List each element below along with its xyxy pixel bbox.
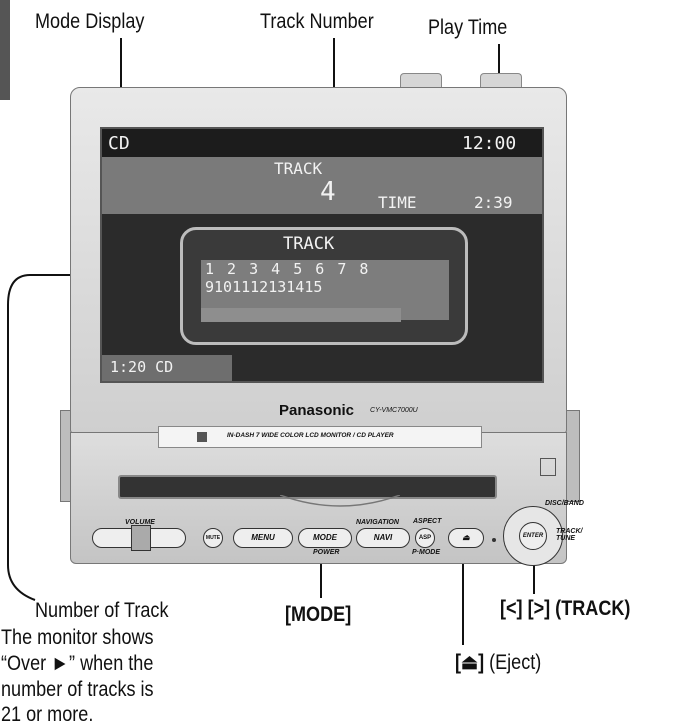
eject-leader [462, 505, 464, 645]
menu-button[interactable]: MENU [233, 528, 293, 548]
mode-display-callout: Mode Display [35, 10, 145, 33]
mode-button-callout: [MODE] [285, 603, 352, 626]
note-line-1: The monitor shows [1, 626, 154, 649]
screen-track-label: TRACK [274, 159, 323, 178]
grid-row-2: 9101112131415 [205, 278, 323, 296]
track-tune-label: TRACK/ TUNE [556, 528, 583, 542]
play-time-callout: Play Time [428, 16, 508, 39]
screen-status-line [102, 129, 542, 157]
screen-bottom-bar [102, 355, 232, 381]
number-of-track-callout: Number of Track [35, 599, 169, 622]
note-line-2: “Over ►” when the [1, 652, 154, 675]
slot-lip [280, 495, 400, 507]
brand-logo: Panasonic [279, 402, 355, 419]
grid-row-1: 1 2 3 4 5 6 7 8 [205, 260, 371, 278]
track-number-callout: Track Number [260, 10, 374, 33]
navi-button[interactable]: NAVI [356, 528, 410, 548]
note-line-3: number of tracks is [1, 678, 154, 701]
page-edge-tab [0, 0, 10, 100]
pmode-label: P·MODE [412, 549, 440, 556]
enter-button[interactable]: ENTER [519, 522, 547, 550]
power-label: POWER [313, 549, 340, 556]
track-grid-panel: TRACK 1 2 3 4 5 6 7 8 9101112131415 [180, 227, 468, 345]
track-button-leader [533, 538, 535, 594]
screen-play-time: 2:39 [474, 193, 513, 212]
aspect-label: ASPECT [413, 518, 442, 525]
screen-clock: 12:00 [462, 133, 517, 154]
asp-button[interactable]: ASP [415, 528, 435, 548]
track-progress [201, 308, 401, 322]
compact-disc-logo [540, 458, 556, 476]
disc-band-label: DISC/BAND [545, 500, 584, 507]
eject-callout: [⏏] (Eject) [455, 651, 542, 674]
screen-track-number: 4 [320, 177, 336, 207]
grid-track-label: TRACK [283, 234, 335, 254]
volume-label: VOLUME [125, 519, 155, 526]
disc-slot[interactable] [118, 475, 497, 499]
lcd-screen: CD 12:00 TRACK 4 TIME 2:39 TRACK 1 2 3 4… [100, 127, 544, 383]
label-plate: IN-DASH 7 WIDE COLOR LCD MONITOR / CD PL… [158, 426, 482, 448]
volume-knob[interactable] [131, 525, 151, 551]
track-button-callout: [<] [>] (TRACK) [500, 597, 631, 620]
mode-button-leader [320, 530, 322, 598]
mute-button[interactable]: MUTE [203, 528, 223, 548]
eject-button[interactable]: ⏏ [448, 528, 484, 548]
screen-status: 1:20 CD [110, 358, 174, 376]
mode-button[interactable]: MODE [298, 528, 352, 548]
indicator-led [492, 538, 496, 542]
screen-mode: CD [108, 133, 130, 154]
eject-icon: ⏏ [462, 533, 470, 542]
note-line-4: 21 or more. [1, 703, 94, 726]
model-number: CY-VMC7000U [370, 407, 418, 414]
screen-time-label: TIME [378, 193, 417, 212]
navigation-label: NAVIGATION [356, 519, 399, 526]
number-of-track-leader [7, 274, 195, 601]
